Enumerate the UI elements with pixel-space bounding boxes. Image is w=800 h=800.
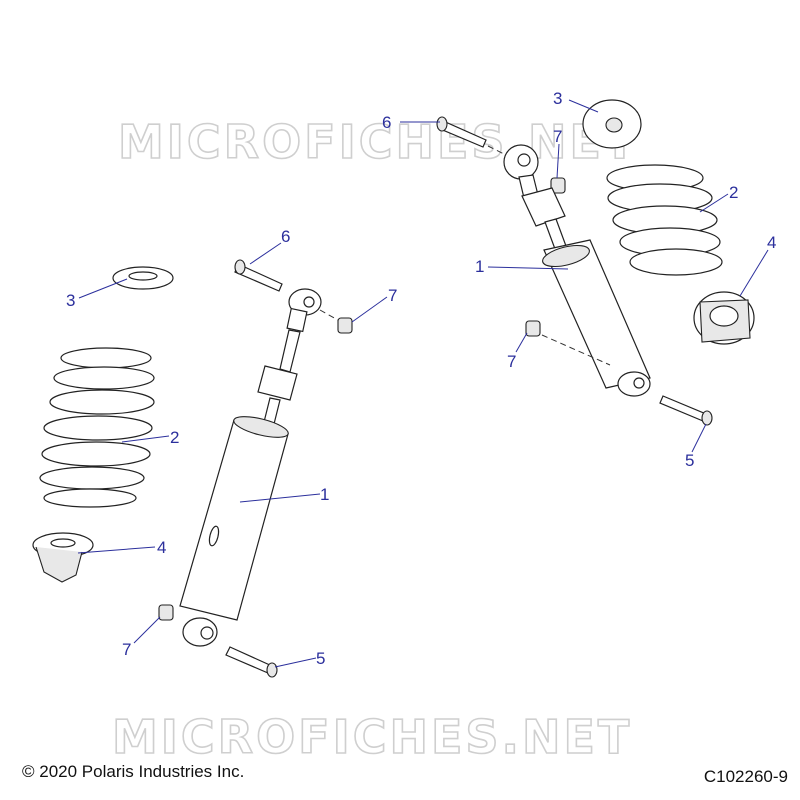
callout-right-seat: 4 — [767, 233, 776, 252]
left-spring-retainer — [112, 266, 174, 290]
leader-left-upper-bolt — [249, 242, 282, 265]
right-spring-retainer — [582, 99, 642, 149]
callout-left-retainer: 3 — [66, 291, 75, 310]
figure-id: C102260-9 — [703, 767, 788, 786]
callout-right-spring: 2 — [729, 183, 738, 202]
callout-right-retainer: 3 — [553, 89, 562, 108]
left-shock-absorber — [179, 288, 322, 647]
leader-left-upper-nut — [351, 296, 388, 323]
callout-left-lower-bolt: 5 — [316, 649, 325, 668]
right-shock-absorber — [503, 144, 651, 397]
callout-left-spring: 2 — [170, 428, 179, 447]
leader-right-seat — [739, 249, 769, 297]
leader-right-shock — [487, 266, 569, 270]
right-lower-axis — [541, 334, 611, 366]
leader-left-shock — [239, 493, 321, 503]
left-upper-bolt — [234, 259, 283, 292]
left-spring-seat — [32, 532, 94, 583]
leader-right-spring — [699, 193, 729, 213]
left-lower-bolt — [225, 646, 278, 678]
right-upper-bolt — [436, 116, 487, 148]
callout-left-upper-nut: 7 — [388, 286, 397, 305]
callout-right-upper-nut: 7 — [553, 127, 562, 146]
leader-left-spring — [121, 435, 170, 443]
callout-right-shock: 1 — [475, 257, 484, 276]
callout-left-lower-nut: 7 — [122, 640, 131, 659]
callout-left-shock: 1 — [320, 485, 329, 504]
right-lower-nut — [525, 320, 541, 337]
right-coil-spring — [606, 164, 723, 276]
right-upper-nut — [550, 177, 566, 194]
leader-right-lower-bolt — [691, 423, 707, 453]
watermark-top: MICROFICHES.NET — [118, 115, 638, 169]
left-lower-nut — [158, 604, 174, 621]
leader-left-lower-bolt — [274, 657, 317, 668]
watermark-bottom: MICROFICHES.NET — [112, 710, 632, 764]
callout-left-seat: 4 — [157, 538, 166, 557]
left-upper-nut — [337, 317, 353, 334]
right-spring-seat — [693, 291, 755, 345]
leader-right-retainer — [568, 99, 599, 113]
copyright-notice: © 2020 Polaris Industries Inc. — [22, 762, 245, 781]
leader-left-lower-nut — [133, 616, 161, 644]
leader-right-upper-nut — [556, 143, 560, 179]
leader-left-seat — [77, 546, 156, 554]
right-upper-bolt-axis — [487, 145, 509, 157]
callout-left-upper-bolt: 6 — [281, 227, 290, 246]
callout-right-lower-bolt: 5 — [685, 451, 694, 470]
leader-right-lower-nut — [515, 332, 528, 353]
callout-right-upper-bolt: 6 — [382, 113, 391, 132]
leader-left-retainer — [78, 278, 128, 299]
right-lower-bolt — [659, 395, 713, 426]
left-coil-spring — [39, 347, 155, 508]
callout-right-lower-nut: 7 — [507, 352, 516, 371]
